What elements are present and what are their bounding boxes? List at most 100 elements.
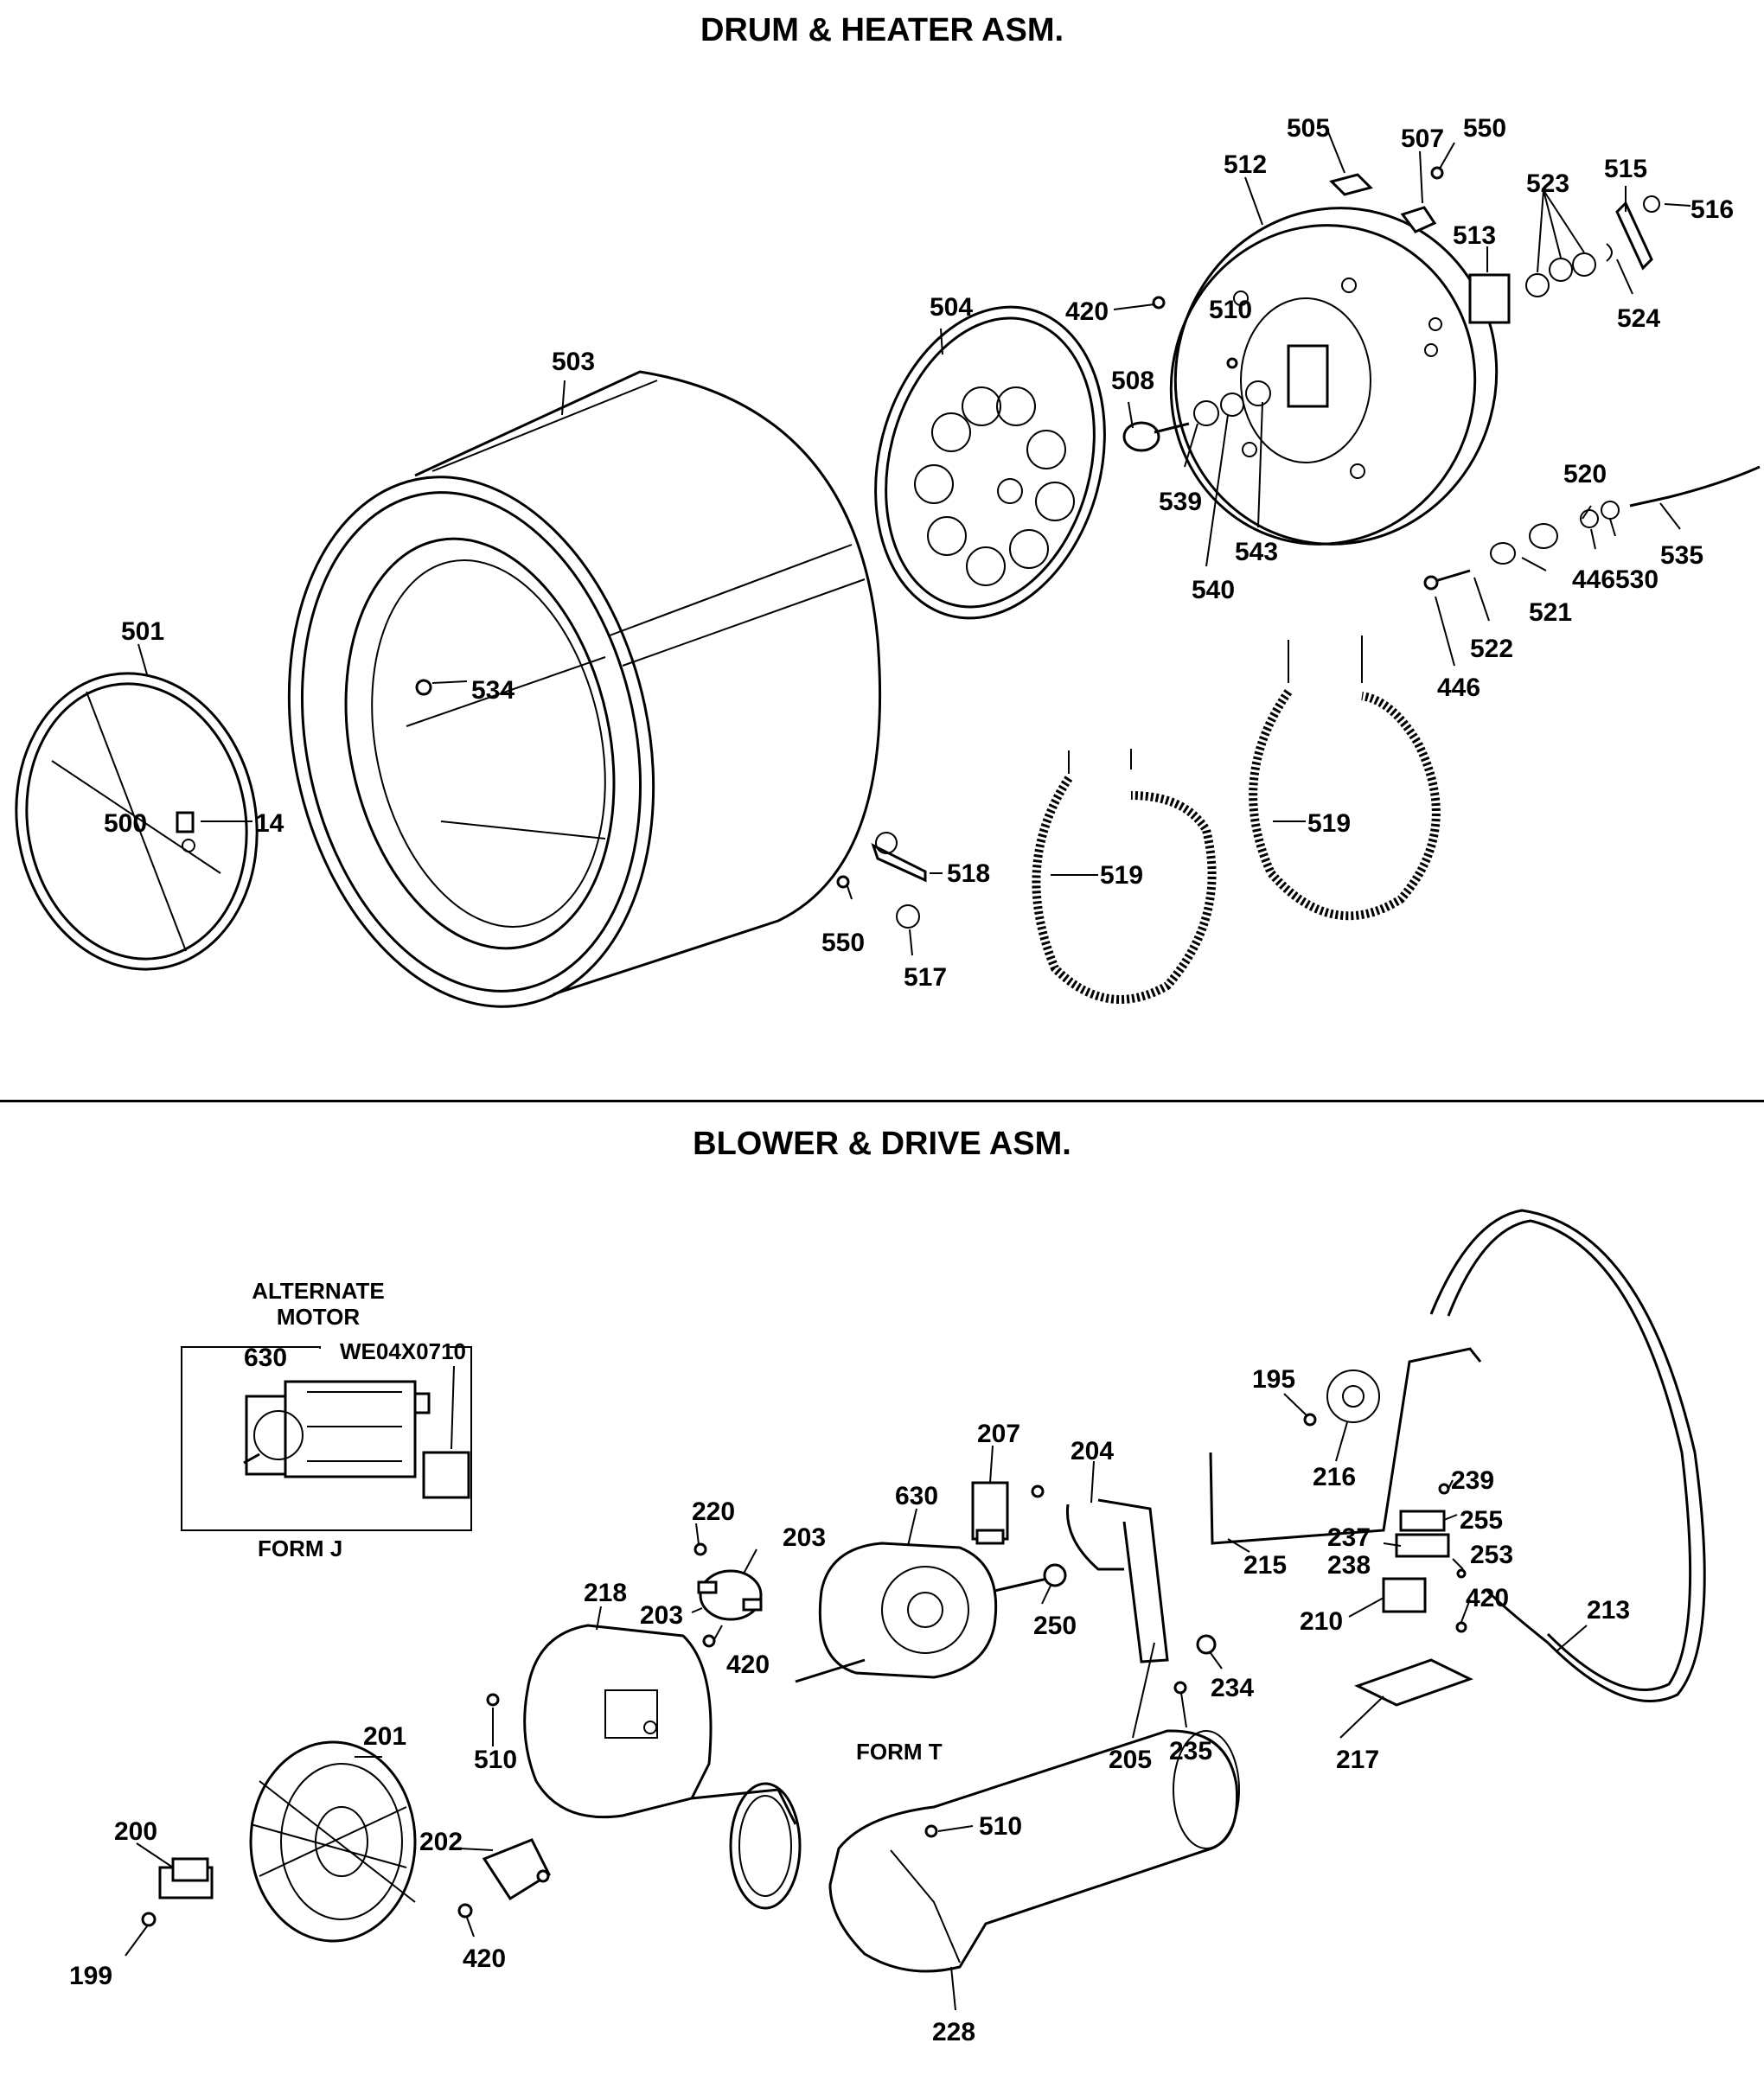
callout-550: 550 (1463, 114, 1506, 143)
heater-hardware (1152, 166, 1660, 369)
callout-210: 210 (1300, 1607, 1343, 1636)
callout-420-mid: 420 (726, 1650, 770, 1679)
heater-coil-small (1032, 749, 1217, 1004)
callout-202: 202 (419, 1828, 463, 1856)
callout-205: 205 (1109, 1746, 1152, 1774)
callout-504: 504 (930, 293, 973, 322)
callout-420-bottom: 420 (463, 1944, 506, 1973)
callout-234: 234 (1211, 1674, 1254, 1702)
callout-530: 530 (1615, 565, 1659, 594)
alternate-motor-inset (181, 1346, 472, 1531)
heater-housing (1169, 207, 1499, 546)
callout-200: 200 (114, 1817, 157, 1846)
callout-420-right: 420 (1466, 1584, 1509, 1612)
rear-bearing-parts (1122, 380, 1271, 452)
callout-518: 518 (947, 859, 990, 888)
callout-521: 521 (1529, 598, 1572, 627)
callout-510: 510 (1209, 296, 1252, 324)
blower-wheel (249, 1740, 417, 1943)
callout-503: 503 (552, 348, 595, 376)
callout-255: 255 (1460, 1506, 1503, 1535)
top-leader-lines (137, 129, 1691, 956)
drive-belt (1429, 1209, 1706, 1702)
callout-228: 228 (932, 2018, 975, 2046)
callout-517: 517 (904, 963, 947, 992)
callout-512: 512 (1224, 150, 1267, 179)
callout-630: 630 (895, 1482, 938, 1510)
inset-heading-line2: MOTOR (277, 1304, 361, 1330)
callout-199: 199 (69, 1962, 112, 1990)
callout-446: 446 (1572, 565, 1615, 594)
inset-motor-label: 630 (244, 1344, 287, 1372)
callout-203-left: 203 (640, 1601, 683, 1630)
callout-204: 204 (1071, 1437, 1114, 1465)
callout-14: 14 (255, 809, 284, 838)
drum (287, 370, 882, 1008)
callout-508: 508 (1111, 367, 1154, 395)
callout-239: 239 (1451, 1466, 1494, 1495)
rear-bulkhead (874, 305, 1106, 620)
callout-522: 522 (1470, 635, 1513, 663)
inset-text: ALTERNATE MOTOR 630 WE04X0710 FORM J (244, 1278, 466, 1561)
callout-550-lower: 550 (821, 929, 865, 957)
callout-501: 501 (121, 617, 164, 646)
section-divider (0, 1100, 1764, 1102)
inset-heading-line1: ALTERNATE (252, 1278, 385, 1304)
top-callouts: 505 507 550 512 515 516 523 513 524 504 … (104, 114, 1734, 992)
callout-220: 220 (692, 1497, 735, 1526)
inset-switch-label: WE04X0710 (340, 1338, 466, 1364)
callout-238: 238 (1327, 1551, 1371, 1580)
callout-524: 524 (1617, 304, 1660, 333)
callout-505: 505 (1287, 114, 1330, 143)
callout-510-lower: 510 (979, 1812, 1022, 1841)
idler-bracket-parts (1354, 1483, 1473, 1707)
blower-housing (486, 1624, 802, 1910)
callout-515: 515 (1604, 155, 1647, 183)
callout-516: 516 (1690, 195, 1734, 224)
exhaust-duct (828, 1729, 1240, 1973)
callout-253: 253 (1470, 1541, 1513, 1569)
form-t-label: FORM T (856, 1739, 943, 1765)
callout-446-lower: 446 (1437, 674, 1480, 702)
callout-201: 201 (363, 1722, 406, 1751)
callout-540: 540 (1192, 576, 1235, 604)
bottom-callouts: 195 216 239 255 237 238 253 207 204 630 … (69, 1365, 1630, 2046)
thermostat-parts (141, 1838, 551, 1927)
bottom-leader-lines (125, 1393, 1588, 2011)
callout-195: 195 (1252, 1365, 1295, 1394)
callout-534: 534 (471, 676, 514, 705)
callout-539: 539 (1159, 488, 1202, 516)
heater-coil-large (1249, 635, 1441, 921)
callout-207: 207 (977, 1420, 1020, 1448)
inset-form-label: FORM J (258, 1536, 342, 1561)
idler-assembly (1209, 1347, 1482, 1545)
callout-507: 507 (1401, 124, 1444, 153)
callout-215: 215 (1243, 1551, 1287, 1580)
callout-513: 513 (1453, 221, 1496, 250)
callout-216: 216 (1313, 1463, 1356, 1491)
motor-mount-bracket (1065, 1498, 1217, 1695)
callout-235: 235 (1169, 1737, 1212, 1765)
callout-213: 213 (1587, 1596, 1630, 1625)
drive-motor (795, 1542, 1067, 1683)
callout-218: 218 (584, 1579, 627, 1607)
callout-535: 535 (1660, 541, 1703, 570)
callout-500: 500 (104, 809, 147, 838)
callout-519: 519 (1100, 861, 1143, 890)
callout-543: 543 (1235, 538, 1278, 566)
motor-switch (971, 1481, 1045, 1545)
drum-heater-title: DRUM & HEATER ASM. (700, 12, 1064, 48)
callout-217: 217 (1336, 1746, 1379, 1774)
callout-250: 250 (1033, 1612, 1077, 1640)
front-seal-ring (15, 672, 259, 971)
blower-drive-title: BLOWER & DRIVE ASM. (693, 1126, 1071, 1162)
callout-519-large: 519 (1307, 809, 1351, 838)
heater-bracket-parts (836, 832, 927, 929)
callout-510-left: 510 (474, 1746, 517, 1774)
callout-237: 237 (1327, 1523, 1371, 1552)
callout-203: 203 (783, 1523, 826, 1552)
callout-420: 420 (1065, 297, 1109, 326)
callout-523: 523 (1526, 169, 1569, 198)
callout-520: 520 (1563, 460, 1607, 488)
